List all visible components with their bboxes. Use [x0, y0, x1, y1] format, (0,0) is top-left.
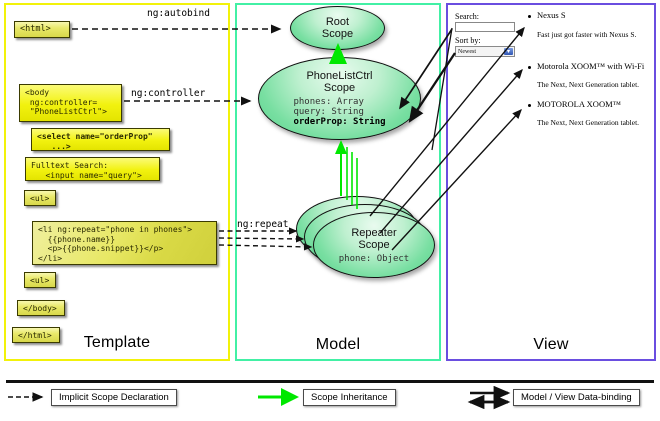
connector-label-controller: ng:controller — [131, 88, 206, 99]
legend-item-model-view-data-binding: Model / View Data-binding — [513, 389, 640, 406]
scope-repeater-props: phone: Object — [338, 253, 410, 264]
panel-view-title: View — [533, 336, 569, 353]
phone-snippet: The Next, Next Generation tablet. — [537, 80, 640, 89]
phone-snippet: The Next, Next Generation tablet. — [537, 118, 640, 127]
phone-snippet: Fast just got faster with Nexus S. — [537, 30, 637, 39]
code-box-fulltext-search: Fulltext Search: <input name="query"> — [25, 157, 160, 181]
view-sort-label: Sort by: — [455, 36, 481, 45]
phone-name[interactable]: Motorola XOOM™ with Wi-Fi — [537, 61, 645, 71]
code-box-body-open: <body ng:controller= "PhoneListCtrl"> — [19, 84, 122, 122]
sort-by-select[interactable]: Newest ▾ — [455, 46, 515, 57]
list-bullet — [528, 66, 531, 69]
panel-model-title: Model — [315, 336, 361, 353]
legend-divider — [6, 380, 654, 383]
connector-label-repeat: ng:repeat — [237, 219, 289, 230]
legend-item-scope-inheritance: Scope Inheritance — [303, 389, 396, 406]
code-box-html-open: <html> — [14, 21, 70, 38]
legend: Implicit Scope Declaration Scope Inherit… — [0, 378, 660, 421]
panel-template-title: Template — [83, 334, 151, 351]
view-search-label: Search: — [455, 12, 479, 21]
list-bullet — [528, 15, 531, 18]
phone-name[interactable]: MOTOROLA XOOM™ — [537, 99, 621, 109]
code-box-ul-close: <ul> — [24, 272, 56, 288]
search-input[interactable] — [455, 22, 515, 32]
code-box-select-orderprop: <select name="orderProp" ...> — [31, 128, 170, 151]
phone-name[interactable]: Nexus S — [537, 10, 566, 20]
list-bullet — [528, 104, 531, 107]
code-box-body-close: </body> — [17, 300, 65, 316]
sort-by-value: Newest — [458, 48, 476, 55]
code-box-ul-open: <ul> — [24, 190, 56, 206]
code-box-html-close: </html> — [12, 327, 60, 343]
code-box-li-repeat: <li ng:repeat="phone in phones"> {{phone… — [32, 221, 217, 265]
legend-item-implicit-scope-declaration: Implicit Scope Declaration — [51, 389, 177, 406]
chevron-down-icon: ▾ — [504, 48, 513, 55]
connector-label-autobind: ng:autobind — [147, 8, 210, 19]
